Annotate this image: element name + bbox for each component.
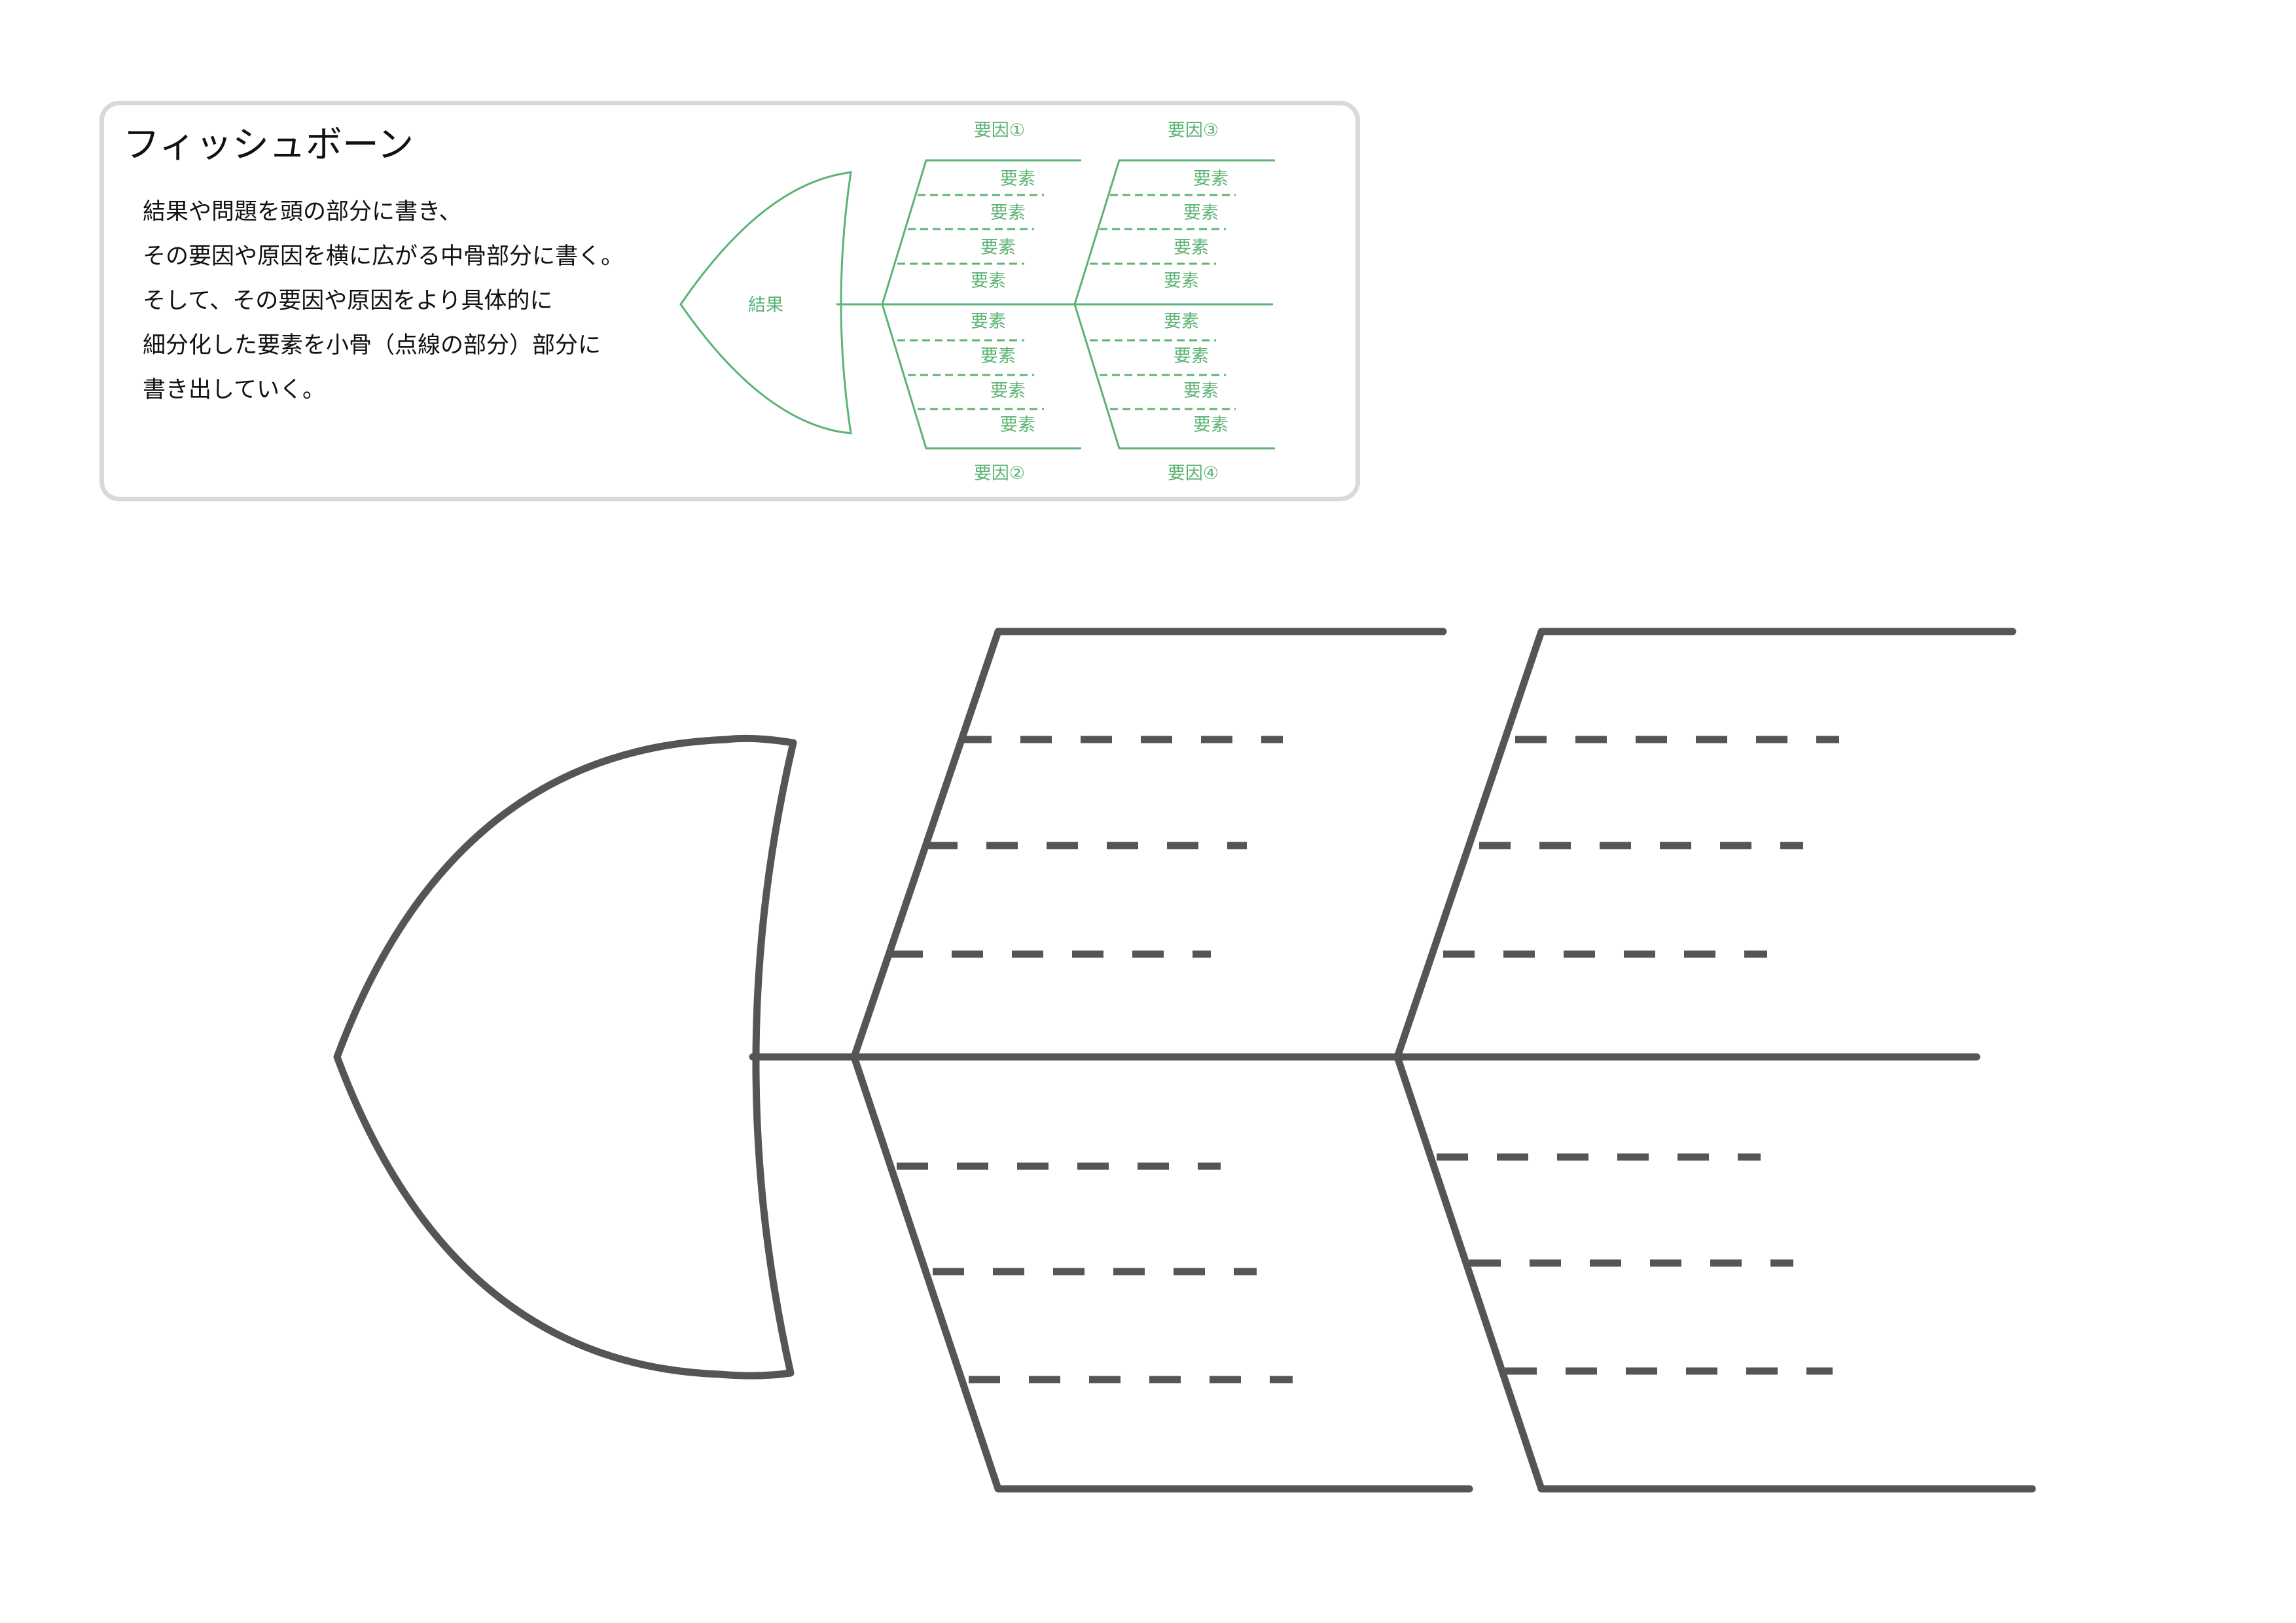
bone-upper-2 xyxy=(1393,628,2017,1061)
bone-lower-1 xyxy=(850,1053,1473,1493)
sample-element-label: 要素 xyxy=(990,381,1026,401)
sample-element-label: 要素 xyxy=(971,312,1006,332)
sample-head-outline xyxy=(679,171,852,435)
sample-element-label: 要素 xyxy=(980,238,1016,258)
bone-lower-2 xyxy=(1393,1053,2036,1493)
sample-element-label: 要素 xyxy=(1193,415,1229,435)
sample-factor-label-2: 要因② xyxy=(974,463,1025,484)
sample-factor-label-1: 要因① xyxy=(974,120,1025,141)
fishbone-template xyxy=(333,628,2036,1493)
sample-element-label: 要素 xyxy=(1174,346,1209,366)
bone-upper-1 xyxy=(850,628,1447,1061)
sample-element-label: 要素 xyxy=(1193,169,1229,189)
sample-element-label: 要素 xyxy=(1183,381,1219,401)
description-line: その要因や原因を横に広がる中骨部分に書く。 xyxy=(143,243,624,270)
sample-factor-label-3: 要因③ xyxy=(1168,120,1219,141)
card-description: 結果や問題を頭の部分に書き、 その要因や原因を横に広がる中骨部分に書く。 そして… xyxy=(143,190,624,412)
sample-fishbone-diagram: 結果 要因① 要因③ 要因② 要因④ 要素 要素 要素 要素 要素 要素 要素 … xyxy=(679,120,1275,484)
description-line: そして、その要因や原因をより具体的に xyxy=(143,288,553,314)
sample-element-label: 要素 xyxy=(971,271,1006,291)
sample-head-label: 結果 xyxy=(748,295,783,315)
sample-element-label: 要素 xyxy=(990,203,1026,223)
instruction-card xyxy=(99,101,1360,501)
sample-element-label: 要素 xyxy=(980,346,1016,366)
description-line: 書き出していく。 xyxy=(143,377,325,403)
sample-element-label: 要素 xyxy=(1000,169,1035,189)
sample-bone-factor-1 xyxy=(881,159,1081,305)
description-line: 細分化した要素を小骨（点線の部分）部分に xyxy=(143,332,601,359)
sample-bone-factor-2 xyxy=(881,304,1081,450)
head-outline xyxy=(333,734,797,1380)
sample-element-label: 要素 xyxy=(1000,415,1035,435)
sample-bone-factor-3 xyxy=(1073,159,1275,305)
sample-element-label: 要素 xyxy=(1174,238,1209,258)
sample-element-label: 要素 xyxy=(1164,271,1199,291)
sample-factor-label-4: 要因④ xyxy=(1168,463,1219,484)
sample-element-label: 要素 xyxy=(1183,203,1219,223)
sample-element-label: 要素 xyxy=(1164,312,1199,332)
sample-bone-factor-4 xyxy=(1073,304,1275,450)
card-title: フィッシュボーン xyxy=(123,124,414,166)
description-line: 結果や問題を頭の部分に書き、 xyxy=(143,199,462,225)
